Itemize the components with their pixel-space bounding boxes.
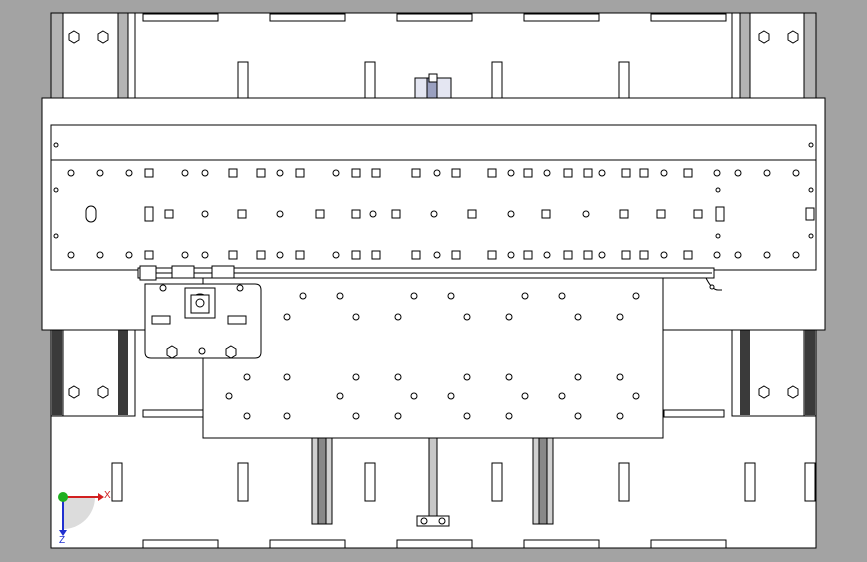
triad-quadrant [63,497,95,529]
triad-x-arrow [98,493,104,501]
lower-guide-rails [311,437,554,527]
triad-y-axis [58,492,68,502]
triad-z-label: Z [59,535,65,546]
stepper-motor-mount [144,283,262,359]
rail-hex-bolts [68,30,799,399]
coordinate-triad[interactable]: X Z [58,490,111,546]
table-mount-holes [225,292,640,420]
beam-holes-row-1 [67,168,800,178]
triad-x-label: X [104,490,111,501]
corner-holes [53,142,814,239]
bottom-plate-slots [111,409,816,549]
beam-holes-row-2 [85,205,815,223]
beam-holes-row-3 [67,250,800,260]
triad-z-arrow [59,530,67,536]
y-axis-table [202,277,664,439]
